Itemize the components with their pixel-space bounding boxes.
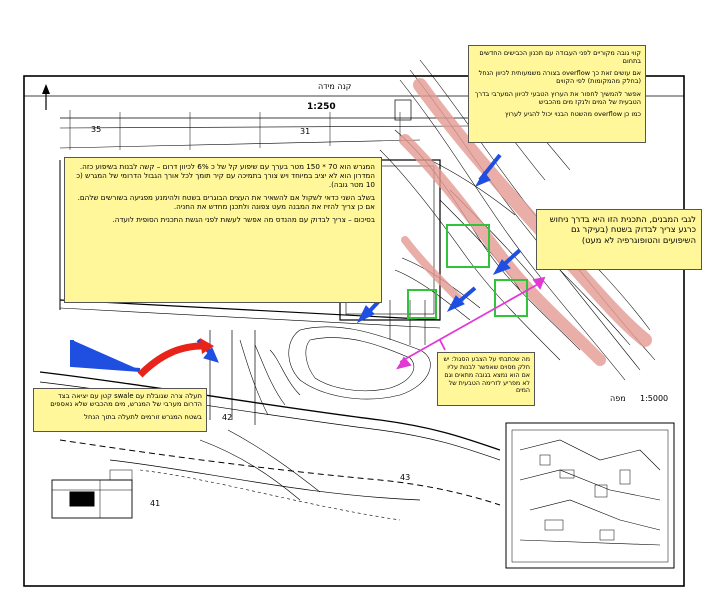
location-map bbox=[505, 422, 675, 569]
note-top-line: אפשר להמשיך לחפור את הערוץ הטבעי לכיוון … bbox=[474, 89, 641, 106]
note-main-paragraph: המגרש הוא 70 * 150 מטר בערך עם שיפוע קל … bbox=[76, 162, 375, 189]
tag-31: 31 bbox=[300, 127, 310, 136]
lower-contours bbox=[239, 326, 431, 416]
north-arrow-icon bbox=[42, 84, 50, 110]
scale-bottom-word: מפה bbox=[610, 394, 626, 403]
tag-43: 43 bbox=[400, 473, 410, 482]
note-top-right: קווי גובה מקוריים לפני העבודה עם תכנון ה… bbox=[468, 45, 646, 143]
title-mirrored-top: קנה מידה bbox=[318, 82, 352, 91]
note-right: לגבי המבנים, התכנית הזו היא בדרך ניחוש כ… bbox=[536, 209, 702, 270]
note-bottom-left: תעלה צרה שגובלת עם swale קטן עם יציאה בצ… bbox=[33, 388, 207, 432]
note-bottom-center: מה שכתבתי על הצבע הסגול: יש חלק מסוים שא… bbox=[437, 352, 535, 406]
roads bbox=[39, 330, 501, 521]
note-top-line: אם עושים זאת כך overflow בצורה משמעותית … bbox=[478, 69, 641, 86]
note-top-line: קווי גובה מקוריים לפני העבודה עם תכנון ה… bbox=[479, 49, 641, 66]
note-bl-line: בשטח המגרש זורמים לתעלה בתוך הנחל bbox=[84, 412, 202, 421]
scale-bottom: 1:5000 bbox=[640, 394, 668, 403]
flow-arrows bbox=[70, 153, 522, 372]
note-bc-text: מה שכתבתי על הצבע הסגול: יש חלק מסוים שא… bbox=[443, 356, 530, 395]
top-plan-strip bbox=[59, 99, 471, 150]
section-line bbox=[396, 276, 546, 370]
tag-41: 41 bbox=[150, 499, 160, 508]
note-main: המגרש הוא 70 * 150 מטר בערך עם שיפוע קל … bbox=[64, 157, 382, 303]
building-section-icon bbox=[51, 469, 133, 519]
sheet-border bbox=[23, 75, 685, 587]
note-bl-line: תעלה צרה שגובלת עם swale קטן עם יציאה בצ… bbox=[50, 392, 202, 409]
title-scale-top: 1:250 bbox=[307, 102, 336, 112]
note-top-line: כמו כן overflow מהשטח הבנוי יכול להגיע ל… bbox=[505, 109, 641, 118]
note-right-text: לגבי המבנים, התכנית הזו היא בדרך ניחוש כ… bbox=[549, 214, 696, 245]
note-main-paragraph: בשלב השני כדאי לשקול אם להשאיר את העצים … bbox=[77, 193, 375, 211]
red-flow-arrow bbox=[137, 338, 214, 378]
candidate-zones bbox=[407, 224, 528, 319]
tag-42: 42 bbox=[222, 413, 232, 422]
note-main-paragraph: בסיכום – צריך לבדוק עם מהנדס מה אפשר לעש… bbox=[112, 215, 376, 224]
tag-35: 35 bbox=[91, 125, 101, 134]
